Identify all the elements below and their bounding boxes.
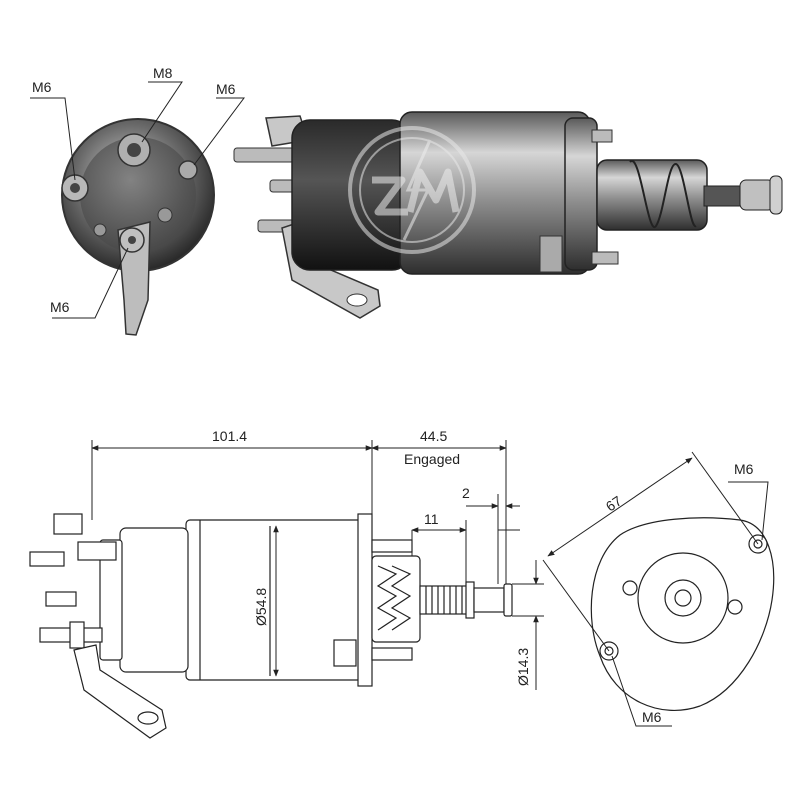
mount-hole-top <box>748 534 768 554</box>
dim-engaged-label: Engaged <box>404 451 460 467</box>
mount-hole-bottom <box>599 641 619 661</box>
label-m6-top-right: M6 <box>216 81 236 97</box>
dim-engaged-value: 44.5 <box>420 428 447 444</box>
terminal-m6-right <box>178 160 198 180</box>
dim-shaft-diameter: Ø14.3 <box>515 648 531 686</box>
end-view-photo: M6 M8 M6 M6 <box>30 65 245 336</box>
label-m6-bottom-left: M6 <box>50 299 70 315</box>
dim-stroke: 11 <box>424 511 439 527</box>
hole-label-bottom: M6 <box>642 709 662 725</box>
terminal-m6-bottom <box>119 227 145 253</box>
side-view-photo <box>233 111 783 319</box>
brand-watermark <box>348 126 476 254</box>
dim-gap: 2 <box>462 485 470 501</box>
dim-body-diameter: Ø54.8 <box>253 588 269 626</box>
dim-hole-spacing: 67 <box>603 492 625 514</box>
technical-side-view: 101.4 44.5 Engaged 2 11 Ø54.8 Ø14.3 <box>29 428 544 739</box>
hole-label-top: M6 <box>734 461 754 477</box>
dim-length: 101.4 <box>212 428 247 444</box>
terminal-m8 <box>117 133 151 167</box>
label-m8: M8 <box>153 65 173 81</box>
terminal-m6-left <box>61 174 89 202</box>
technical-end-view: 67 M6 M6 <box>542 451 775 727</box>
label-m6-top-left: M6 <box>32 79 52 95</box>
